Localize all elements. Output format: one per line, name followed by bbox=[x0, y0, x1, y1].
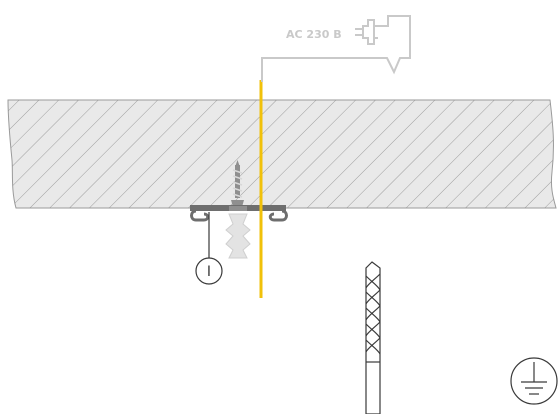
callout-i bbox=[195, 212, 223, 285]
callout-marker: I bbox=[207, 264, 211, 280]
power-plug-icon bbox=[261, 15, 411, 80]
wall-section bbox=[7, 99, 557, 209]
drill-bit-icon bbox=[365, 261, 381, 414]
power-label: AC 230 B bbox=[286, 28, 342, 41]
wood-screw bbox=[231, 160, 244, 207]
mounting-rail bbox=[190, 205, 288, 222]
wall-plug bbox=[225, 213, 251, 259]
ground-symbol-icon bbox=[510, 357, 558, 405]
